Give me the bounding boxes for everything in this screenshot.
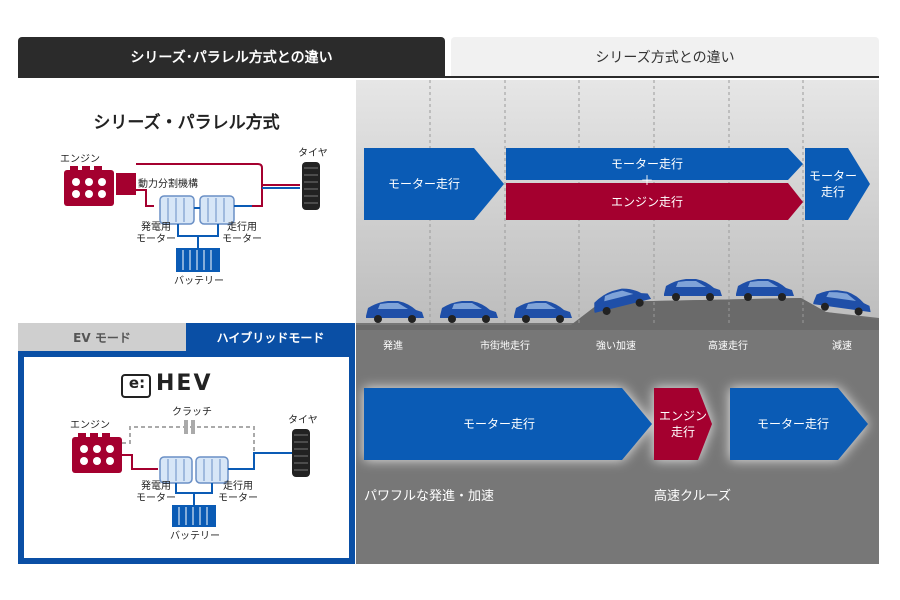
ehev-generator-icon bbox=[159, 456, 193, 484]
ehev-logo-hev: HEV bbox=[156, 371, 213, 396]
tab-ev-mode[interactable]: EV モード bbox=[18, 323, 186, 351]
ehev-label-tire: タイヤ bbox=[288, 415, 318, 426]
scene-highway: 高速走行 bbox=[708, 341, 748, 352]
power-split-icon bbox=[116, 173, 136, 195]
scene-strong-accel: 強い加速 bbox=[596, 341, 636, 352]
label-power-split: 動力分割機構 bbox=[138, 179, 198, 190]
ehev-logo-e: e: bbox=[128, 374, 146, 392]
scene-decel: 減速 bbox=[832, 341, 852, 352]
arrow-engine-drive bbox=[506, 183, 803, 220]
label-tire: タイヤ bbox=[298, 148, 328, 159]
label-engine-drive: エンジン走行 bbox=[610, 195, 683, 209]
series-parallel-diagram bbox=[64, 162, 320, 272]
ehev-battery-icon bbox=[172, 505, 216, 527]
label-highway-cruise: 高速クルーズ bbox=[654, 489, 731, 504]
arrow-motor-drive-1 bbox=[364, 148, 504, 220]
label-motor-drive-3: モーター 走行 bbox=[808, 169, 857, 199]
clutch-icon bbox=[184, 420, 195, 434]
ehev-panel: e: HEV エンジン クラッチ タイヤ 発電用モーター 走行用モーター バッテ… bbox=[18, 351, 355, 564]
label-bottom-engine-drive: エンジン 走行 bbox=[658, 409, 707, 439]
arrow-motor-drive-3 bbox=[805, 148, 870, 220]
scene-start: 発進 bbox=[383, 341, 403, 352]
label-motor-drive-2: モーター走行 bbox=[610, 157, 683, 171]
label-battery: バッテリー bbox=[174, 276, 224, 287]
drive-motor-icon bbox=[199, 195, 235, 225]
series-parallel-panel: シリーズ・パラレル方式 bbox=[18, 80, 355, 322]
label-plus: ＋ bbox=[640, 174, 654, 189]
ehev-tire-icon bbox=[292, 429, 310, 477]
label-engine: エンジン bbox=[60, 154, 100, 165]
tab-series[interactable]: シリーズ方式との違い bbox=[451, 37, 879, 77]
label-generator: 発電用モーター bbox=[136, 222, 176, 245]
arrow-bottom-motor-drive-2 bbox=[730, 388, 868, 460]
tab-underline bbox=[18, 76, 879, 78]
ehev-label-battery: バッテリー bbox=[170, 531, 220, 542]
arrow-motor-drive-2 bbox=[506, 148, 803, 180]
road-surface bbox=[356, 298, 879, 330]
label-motor-drive-1: モーター走行 bbox=[387, 177, 460, 191]
tab-series-parallel[interactable]: シリーズ･パラレル方式との違い bbox=[18, 37, 445, 77]
tab-hybrid-mode[interactable]: ハイブリッドモード bbox=[186, 323, 355, 351]
ehev-label-engine: エンジン bbox=[70, 420, 110, 431]
arrow-bottom-motor-drive-1 bbox=[364, 388, 652, 460]
ehev-logo-frame bbox=[121, 374, 151, 398]
label-powerful-start: パワフルな発進・加速 bbox=[364, 489, 495, 504]
label-bottom-motor-drive-1: モーター走行 bbox=[462, 417, 535, 431]
comparison-graphic bbox=[356, 80, 879, 564]
arrow-bottom-engine-drive bbox=[654, 388, 712, 460]
label-drive-motor: 走行用モーター bbox=[222, 222, 262, 245]
ehev-label-generator: 発電用モーター bbox=[136, 481, 176, 504]
tire-icon bbox=[302, 162, 320, 210]
battery-icon bbox=[176, 248, 220, 272]
series-parallel-title: シリーズ・パラレル方式 bbox=[93, 113, 280, 133]
scene-city: 市街地走行 bbox=[480, 341, 530, 352]
label-bottom-motor-drive-2: モーター走行 bbox=[756, 417, 829, 431]
comparison-panel: モーター走行 モーター走行 ＋ エンジン走行 モーター 走行 発進 市街地走行 … bbox=[356, 80, 879, 564]
ehev-engine-icon bbox=[72, 433, 122, 473]
ehev-label-clutch: クラッチ bbox=[172, 407, 212, 418]
mode-tabs: EV モード ハイブリッドモード bbox=[18, 323, 355, 351]
ehev-label-drive-motor: 走行用モーター bbox=[218, 481, 258, 504]
car-icons bbox=[366, 279, 871, 323]
ehev-drive-motor-icon bbox=[195, 456, 229, 484]
ehev-diagram bbox=[72, 374, 310, 527]
generator-motor-icon bbox=[159, 195, 195, 225]
engine-icon bbox=[64, 166, 114, 206]
